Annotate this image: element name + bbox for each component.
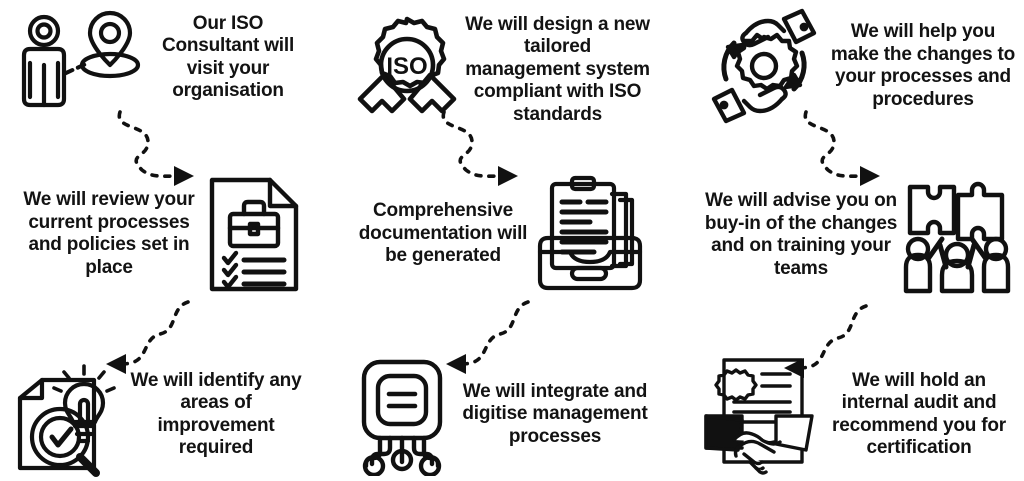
document-lightbulb-magnifier-check-icon (12, 352, 124, 477)
step-label-7: We will help you make the changes to you… (830, 21, 1016, 110)
step-label-4: We will design a new tailored management… (465, 13, 650, 125)
microchip-circuit-icon (352, 354, 462, 476)
step-card-1: Our ISO Consultant will visit your organ… (8, 0, 308, 115)
person-location-pin-icon (8, 3, 148, 113)
svg-text:ISO: ISO (386, 53, 427, 80)
step-label-6: We will integrate and digitise managemen… (462, 380, 648, 447)
hands-gear-change-icon (700, 7, 828, 125)
step-label-8: We will advise you on buy-in of the chan… (704, 190, 898, 279)
step-label-3: We will identify any areas of improvemen… (130, 369, 302, 459)
step-label-1: Our ISO Consultant will visit your organ… (161, 12, 295, 102)
step-card-8: We will advise you on buy-in of the chan… (700, 170, 1012, 300)
step-card-4: ISO We will design a new tailored manage… (350, 0, 650, 140)
iso-award-ribbon-icon: ISO (350, 13, 465, 128)
step-card-5: Comprehensive documentation will be gene… (352, 172, 646, 296)
clipboard-documents-tray-icon (534, 174, 646, 294)
step-card-6: We will integrate and digitise managemen… (352, 352, 648, 477)
step-card-7: We will help you make the changes to you… (700, 0, 1018, 132)
step-label-5: Comprehensive documentation will be gene… (358, 200, 528, 267)
document-briefcase-checklist-icon (204, 172, 304, 297)
handshake-certificate-icon (700, 354, 820, 476)
step-label-2: We will review your current processes an… (23, 189, 195, 278)
step-card-9: We will hold an internal audit and recom… (700, 352, 1018, 477)
step-card-2: We will review your current processes an… (14, 170, 304, 298)
step-label-9: We will hold an internal audit and recom… (832, 369, 1006, 459)
step-card-3: We will identify any areas of improvemen… (12, 352, 308, 477)
team-puzzle-icon (902, 175, 1012, 295)
